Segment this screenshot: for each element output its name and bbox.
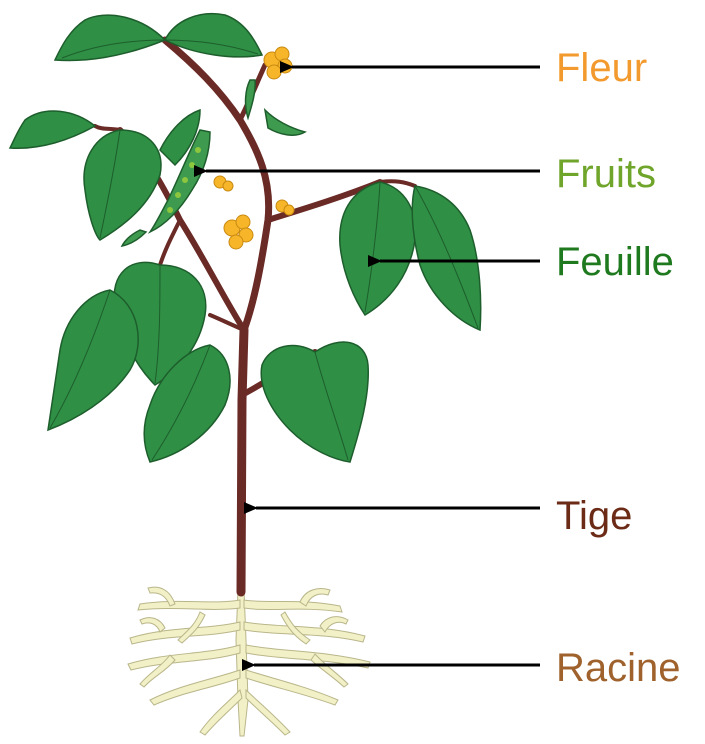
- leaf-left-small: [10, 111, 95, 148]
- label-fleur: Fleur: [556, 46, 647, 90]
- flower-top: [264, 47, 292, 79]
- leaf-left-upper: [84, 130, 161, 240]
- label-racine: Racine: [556, 646, 681, 690]
- leaf-right-a: [340, 182, 416, 315]
- pod-right: [265, 110, 305, 135]
- flower-right: [276, 200, 294, 215]
- label-fruits: Fruits: [556, 152, 656, 196]
- roots: [128, 587, 370, 736]
- pod-lower: [122, 230, 146, 246]
- label-feuille: Feuille: [556, 240, 674, 284]
- label-tige: Tige: [556, 494, 632, 538]
- flower-mid: [214, 176, 233, 191]
- leaf-lower-right: [261, 342, 368, 462]
- leaf-top-left: [55, 15, 165, 60]
- flower-lower: [224, 215, 253, 249]
- leaf-lower-left: [48, 290, 138, 430]
- pod-small: [246, 80, 256, 118]
